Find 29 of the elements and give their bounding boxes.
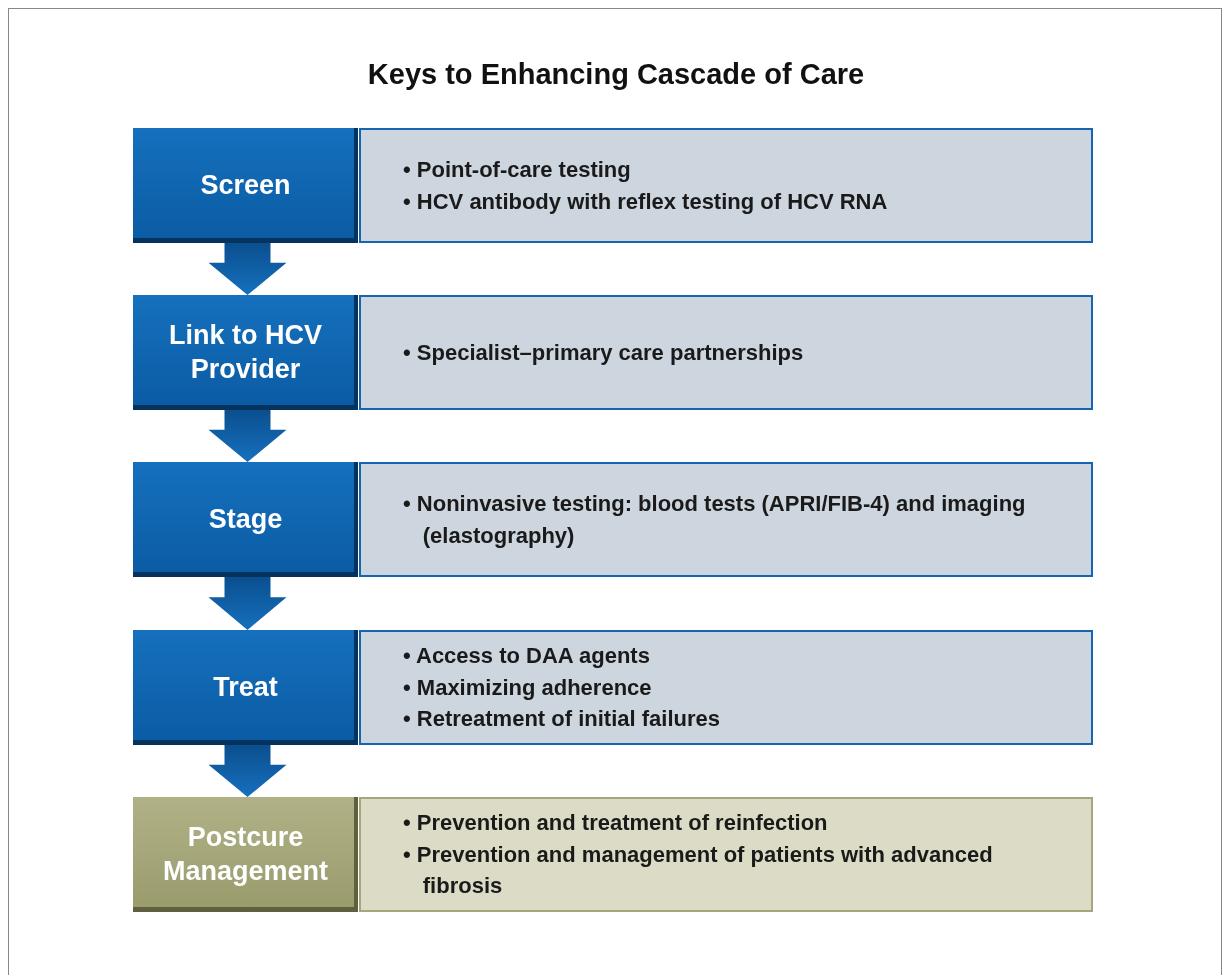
detail-box <box>359 462 1093 577</box>
bullet-item: • HCV antibody with reflex testing of HCV RNA <box>403 187 889 216</box>
stage-box <box>133 630 358 745</box>
stage-box <box>133 462 358 577</box>
block-arrow <box>208 243 287 295</box>
bullet-item: • Noninvasive testing: blood tests (APRI/FIB-4) and imaging (elastography) <box>403 489 1027 550</box>
title: Keys to Enhancing Cascade of Care <box>366 58 866 91</box>
stage-label: Postcure Management <box>161 820 329 888</box>
block-arrow <box>208 745 287 797</box>
bullet-item: • Point-of-care testing <box>403 155 632 184</box>
stage-label: Stage <box>207 502 284 536</box>
detail-box <box>359 128 1093 243</box>
stage-box <box>133 295 358 410</box>
stage-label: Link to HCV Provider <box>168 318 323 386</box>
detail-box <box>359 295 1093 410</box>
bullet-item: • Access to DAA agents <box>403 641 651 670</box>
detail-box <box>359 797 1093 912</box>
block-arrow <box>208 577 287 630</box>
stage-label: Treat <box>212 670 279 704</box>
block-arrow <box>208 410 287 462</box>
stage-label: Screen <box>199 168 292 202</box>
bullet-item: • Prevention and treatment of reinfection <box>403 808 829 837</box>
detail-box <box>359 630 1093 745</box>
stage-box <box>133 797 358 912</box>
bullet-item: • Maximizing adherence <box>403 673 653 702</box>
stage-box <box>133 128 358 243</box>
bullet-item: • Prevention and management of patients with advanced fibrosis <box>403 840 994 901</box>
bullet-item: • Specialist–primary care partnerships <box>403 338 805 367</box>
bullet-item: • Retreatment of initial failures <box>403 705 721 734</box>
